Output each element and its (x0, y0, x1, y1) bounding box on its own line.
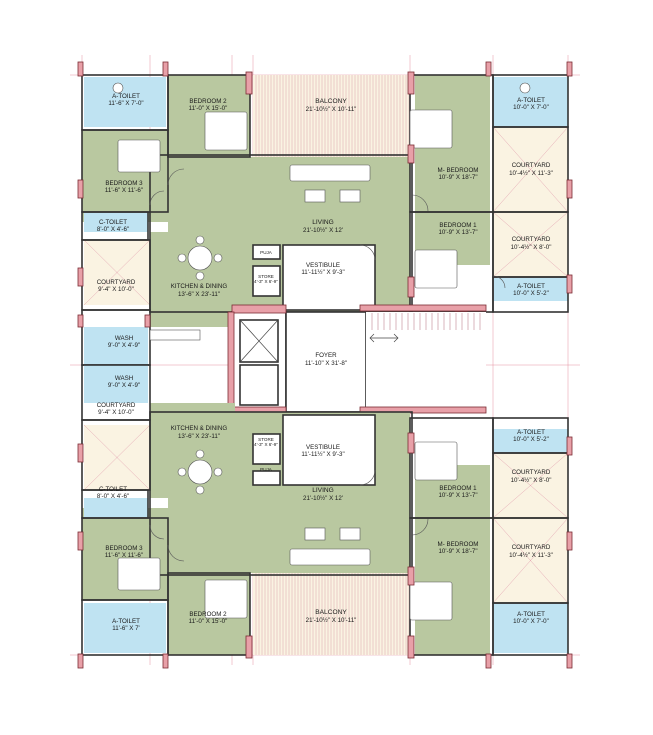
courtyard-r1-top-size: 10'-4½" X 11'-3" (509, 170, 553, 177)
living-top-name: LIVING (312, 219, 334, 226)
courtyard-left-bottom-name: COURTYARD (97, 402, 136, 409)
courtyard-left-bottom-size: 9'-4" X 10'-0" (98, 409, 134, 416)
kitchen-bottom-size: 13'-6" X 23'-11" (178, 433, 220, 440)
m-bedroom-top-size: 10'-9" X 18'-7" (438, 174, 477, 181)
balcony-hatch-top (255, 75, 410, 157)
store-top-size: 4'-3" X 6'-9" (254, 279, 278, 284)
a-toilet-small-bottom-name: A-TOILET (517, 429, 545, 436)
a-toilet-left-bottom-size: 11'-6" X 7' (112, 625, 140, 632)
living-bottom-size: 21'-10½" X 12' (303, 495, 343, 502)
bedroom1-bottom-size: 10'-9" X 13'-7" (438, 492, 477, 499)
bedroom1-top-size: 10'-9" X 13'-7" (438, 229, 477, 236)
bedroom1-top-name: BEDROOM 1 (439, 222, 477, 229)
labels-center: FOYER 11'-10" X 31'-8" (305, 352, 347, 367)
c-toilet-top-name: C-TOILET (99, 219, 127, 226)
living-bottom-name: LIVING (312, 487, 334, 494)
foyer-name: FOYER (315, 352, 337, 359)
courtyard-r2-bottom-name: COURTYARD (512, 469, 551, 476)
puja-top-name: PUJA (260, 250, 273, 255)
bedroom3-bottom-size: 11'-6" X 11'-6" (105, 552, 143, 559)
a-toilet-small-top-size: 10'-0" X 5'-2" (513, 290, 549, 297)
a-toilet-right-bottom-size: 10'-0" X 7'-0" (513, 618, 549, 625)
courtyard-r1-bottom-size: 10'-4½" X 11'-3" (509, 552, 553, 559)
wash-top-name: WASH (115, 335, 133, 342)
store-bottom-name: STORE (258, 437, 274, 442)
balcony-top-name: BALCONY (315, 98, 347, 105)
foyer-size: 11'-10" X 31'-8" (305, 360, 347, 367)
bedroom3-top-size: 11'-6" X 11'-6" (105, 187, 143, 194)
bedroom1-bottom-name: BEDROOM 1 (439, 485, 477, 492)
bedroom3-bottom-name: BEDROOM 3 (105, 545, 143, 552)
courtyard-left-top-name: COURTYARD (97, 279, 136, 286)
top-unit (77, 61, 573, 366)
store-top-name: STORE (258, 274, 274, 279)
wash-bottom-size: 9'-0" X 4'-9" (108, 382, 140, 389)
bedroom2-top-size: 11'-0" X 15'-0" (189, 105, 228, 112)
m-bedroom-top-name: M- BEDROOM (438, 167, 479, 174)
a-toilet-small-bottom-size: 10'-0" X 5'-2" (513, 436, 549, 443)
store-bottom-size: 4'-3" X 6'-9" (254, 442, 278, 447)
furniture-top (112, 82, 531, 341)
c-toilet-bottom-size: 8'-0" X 4'-6" (97, 493, 129, 500)
courtyard-r2-bottom-size: 10'-4½" X 8'-0" (511, 477, 552, 484)
bedroom2-bottom-name: BEDROOM 2 (189, 611, 227, 618)
bedroom3-top-name: BEDROOM 3 (105, 180, 143, 187)
courtyard-r1-bottom-name: COURTYARD (512, 544, 551, 551)
a-toilet-right-top-name: A-TOILET (517, 97, 545, 104)
columns-top (77, 61, 573, 328)
c-toilet-top-size: 8'-0" X 4'-6" (97, 226, 129, 233)
courtyard-r2-top-size: 10'-4½" X 8'-0" (511, 244, 552, 251)
m-bedroom-bottom-size: 10'-9" X 18'-7" (438, 548, 477, 555)
courtyard-r1-top-name: COURTYARD (512, 162, 551, 169)
m-bedroom-bottom-name: M- BEDROOM (438, 541, 479, 548)
labels-top: A-TOILET 11'-6" X 7'-0" BEDROOM 2 11'-0"… (97, 93, 553, 349)
a-toilet-left-top-size: 11'-6" X 7'-0" (108, 100, 143, 107)
c-toilet-bottom-name: C-TOILET (99, 486, 127, 493)
wash-bottom-name: WASH (115, 375, 133, 382)
wash-top-size: 9'-0" X 4'-9" (108, 342, 140, 349)
a-toilet-right-bottom-name: A-TOILET (517, 611, 545, 618)
bedroom2-top-name: BEDROOM 2 (189, 98, 227, 105)
a-toilet-left-top-name: A-TOILET (112, 93, 140, 100)
labels-bottom: WASH 9'-0" X 4'-9" COURTYARD 9'-4" X 10'… (97, 375, 553, 632)
doors-top (149, 168, 506, 289)
core (227, 304, 487, 416)
vestibule-top-size: 11'-11½" X 9'-3" (301, 269, 344, 276)
courtyard-r2-top-name: COURTYARD (512, 236, 551, 243)
vestibule-top-name: VESTIBULE (306, 262, 340, 269)
courtyard-left-top-size: 9'-4" X 10'-0" (98, 286, 134, 293)
bedroom2-bottom-size: 11'-0" X 15'-0" (189, 618, 228, 625)
kitchen-top-name: KITCHEN & DINING (171, 283, 228, 290)
vestibule-bottom-name: VESTIBULE (306, 444, 340, 451)
stairs (371, 313, 481, 330)
living-top-size: 21'-10½" X 12' (303, 227, 343, 234)
puja-bottom-name: PUJA (260, 467, 273, 472)
balcony-top-size: 21'-10½" X 10'-11" (306, 106, 357, 113)
a-toilet-left-bottom-name: A-TOILET (112, 618, 140, 625)
kitchen-bottom-name: KITCHEN & DINING (171, 425, 228, 432)
kitchen-top-size: 13'-6" X 23'-11" (178, 291, 220, 298)
balcony-bottom-size: 21'-10½" X 10'-11" (306, 617, 357, 624)
balcony-bottom-name: BALCONY (315, 609, 347, 616)
bottom-unit (77, 364, 573, 669)
a-toilet-small-top-name: A-TOILET (517, 283, 545, 290)
a-toilet-right-top-size: 10'-0" X 7'-0" (513, 104, 549, 111)
vestibule-bottom-size: 11'-11½" X 9'-3" (301, 451, 344, 458)
